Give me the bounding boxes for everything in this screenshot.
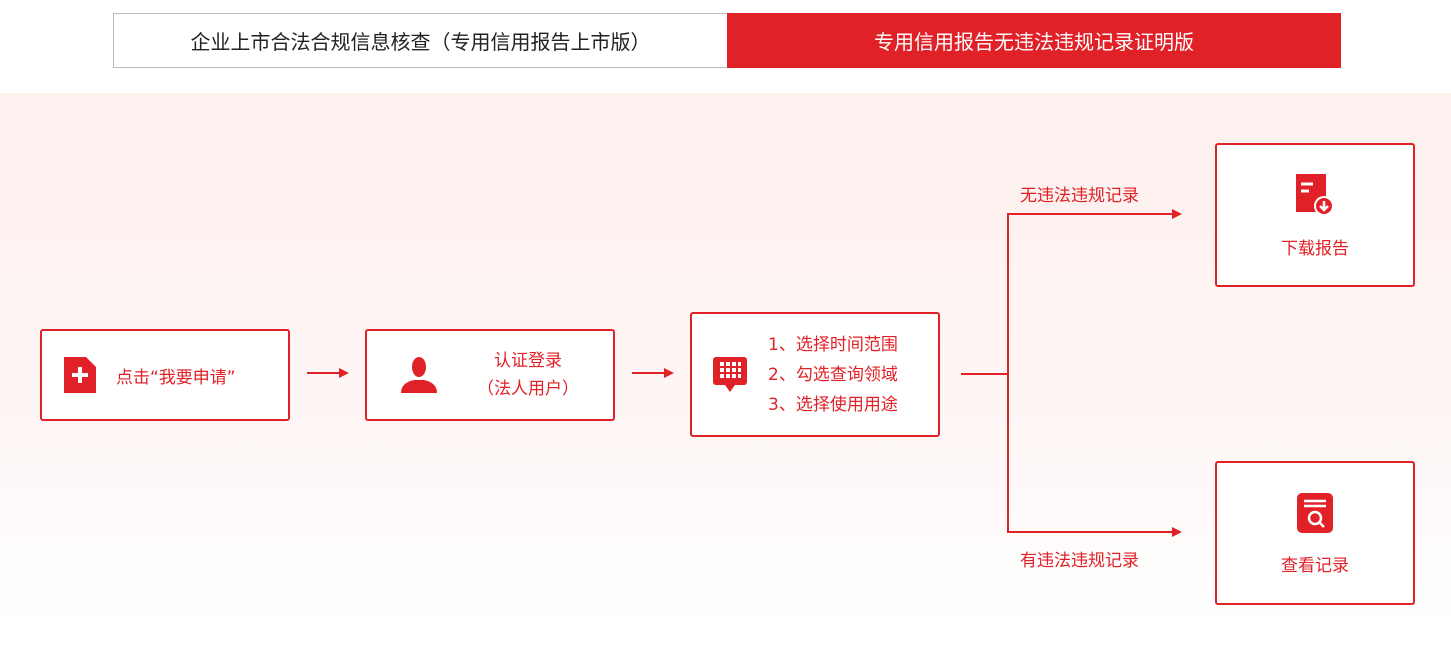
arrow-right-icon: [1172, 527, 1182, 537]
arrow-right-icon: [339, 368, 349, 378]
step-login[interactable]: 认证登录 （法人用户）: [365, 329, 615, 421]
step-apply[interactable]: 点击“我要申请”: [40, 329, 290, 421]
tab-label: 企业上市合法合规信息核查（专用信用报告上市版）: [190, 30, 651, 54]
arrow-line: [632, 372, 664, 374]
search-document-icon: [1297, 492, 1333, 533]
arrow-line: [307, 372, 339, 374]
tab-listing-version[interactable]: 企业上市合法合规信息核查（专用信用报告上市版）: [113, 13, 727, 68]
arrow-right-icon: [664, 368, 674, 378]
view-record-label: 查看记录: [1281, 555, 1349, 576]
select-item: 3、选择使用用途: [768, 394, 898, 415]
branch-line: [961, 373, 1009, 375]
download-report-button[interactable]: 下载报告: [1215, 143, 1415, 287]
tab-label: 专用信用报告无违法违规记录证明版: [874, 30, 1194, 54]
grid-chat-icon: [713, 356, 747, 392]
branch-line: [1007, 213, 1009, 533]
branch-line: [1007, 531, 1172, 533]
arrow-right-icon: [1172, 209, 1182, 219]
step-select[interactable]: 1、选择时间范围 2、勾选查询领域 3、选择使用用途: [690, 312, 940, 437]
download-report-label: 下载报告: [1281, 238, 1349, 259]
step-login-title: 认证登录: [494, 351, 562, 371]
step-login-subtitle: （法人用户）: [477, 379, 579, 399]
branch-line: [1007, 213, 1172, 215]
add-document-icon: [64, 357, 96, 393]
user-icon: [401, 357, 437, 393]
select-item: 2、勾选查询领域: [768, 364, 898, 385]
download-document-icon: [1296, 173, 1334, 216]
select-item: 1、选择时间范围: [768, 334, 898, 355]
step-apply-label: 点击“我要申请”: [116, 367, 236, 388]
view-record-button[interactable]: 查看记录: [1215, 461, 1415, 605]
tab-no-violation-version[interactable]: 专用信用报告无违法违规记录证明版: [727, 13, 1341, 68]
branch-label-has-record: 有违法违规记录: [1020, 551, 1139, 571]
branch-label-no-record: 无违法违规记录: [1020, 186, 1139, 206]
